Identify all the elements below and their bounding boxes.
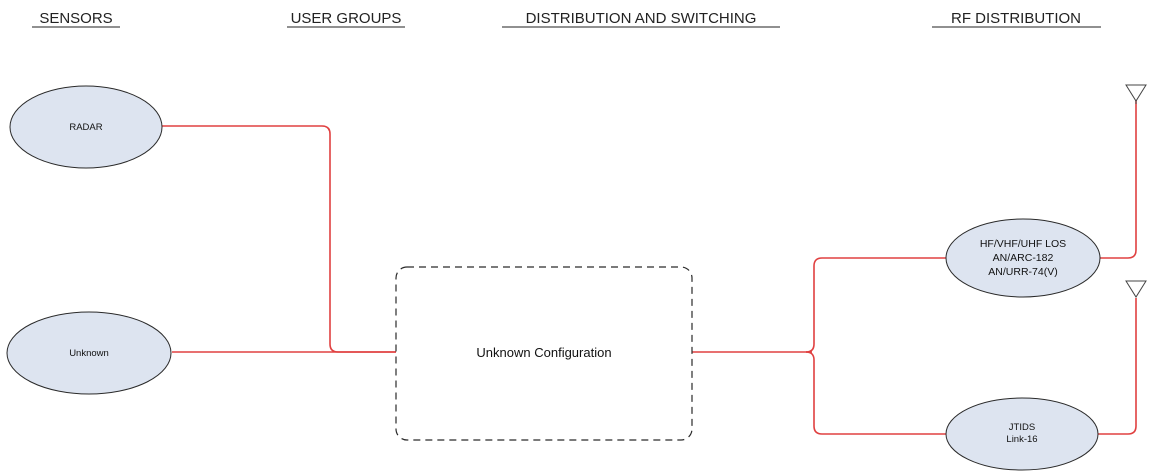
- header-distribution-switching: DISTRIBUTION AND SWITCHING: [526, 10, 757, 27]
- header-user-groups: USER GROUPS: [291, 10, 402, 27]
- node-los-label-line3: AN/URR-74(V): [988, 266, 1057, 278]
- node-unknown-shape: [6, 311, 172, 395]
- node-radar[interactable]: RADAR: [9, 85, 163, 169]
- node-radar-label: RADAR: [69, 122, 102, 133]
- node-unknown-label: Unknown: [69, 348, 109, 359]
- node-unknown-configuration[interactable]: Unknown Configuration: [395, 266, 693, 441]
- node-config-label: Unknown Configuration: [476, 345, 611, 360]
- connection-junction-to-los: [805, 257, 948, 353]
- antenna-top: [1125, 84, 1147, 104]
- node-hf-vhf-uhf-los[interactable]: HF/VHF/UHF LOS AN/ARC-182 AN/URR-74(V): [945, 218, 1101, 298]
- node-radar-shape: [9, 85, 163, 169]
- connection-los-to-antenna: [1100, 100, 1137, 259]
- header-rf-distribution: RF DISTRIBUTION: [951, 10, 1081, 27]
- node-los-shape: [945, 218, 1101, 298]
- column-headers: SENSORS USER GROUPS DISTRIBUTION AND SWI…: [32, 10, 1101, 28]
- header-sensors: SENSORS: [39, 10, 112, 27]
- node-los-label-line1: HF/VHF/UHF LOS: [980, 238, 1066, 250]
- connections: [162, 100, 1137, 435]
- antenna-bottom-icon: [1125, 280, 1147, 298]
- node-config-box: [395, 266, 693, 441]
- node-jtids-label-line1: JTIDS: [1009, 422, 1035, 433]
- node-unknown[interactable]: Unknown: [6, 311, 172, 395]
- node-jtids-shape: [945, 397, 1099, 471]
- antenna-top-icon: [1125, 84, 1147, 102]
- node-jtids-label-line2: Link-16: [1006, 434, 1037, 445]
- connection-radar-to-config: [162, 125, 396, 353]
- node-jtids[interactable]: JTIDS Link-16: [945, 397, 1099, 471]
- antenna-bottom: [1125, 280, 1147, 298]
- connection-junction-to-jtids: [805, 351, 948, 435]
- connection-jtids-to-antenna: [1098, 298, 1137, 435]
- node-los-label-line2: AN/ARC-182: [993, 252, 1054, 264]
